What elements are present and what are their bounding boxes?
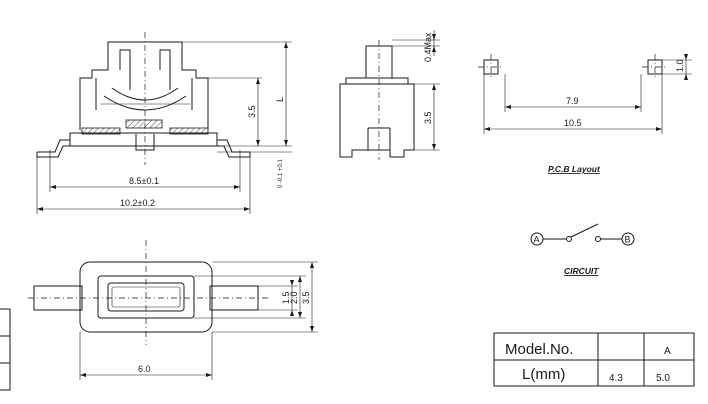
dim-pcb-inner: 7.9 <box>566 96 579 106</box>
pcb-layout: 1.0 7.9 10.5 P.C.B Layout <box>478 54 692 174</box>
node-b-label: B <box>625 235 631 245</box>
table-row-val1: 4.3 <box>609 373 623 384</box>
table-header-model: Model.No. <box>505 341 573 358</box>
circuit-title: CIRCUIT <box>564 266 599 276</box>
dim-pcb-outer: 10.5 <box>564 118 582 128</box>
dim-width-inner: 8.5±0.1 <box>129 176 159 186</box>
top-view: 1.5 2.0 3.5 6.0 <box>28 240 318 380</box>
dim-tolerance: 0 -0.1 +0.1 <box>278 158 284 188</box>
dim-side-max: 0.4Max <box>423 32 433 62</box>
table-row-label: L(mm) <box>522 366 565 383</box>
pcb-layout-title: P.C.B Layout <box>548 164 601 174</box>
model-table: Model.No. A L(mm) 4.3 5.0 <box>493 332 695 387</box>
dim-front-height: 3.5 <box>247 105 257 118</box>
dim-top-h2: 2.0 <box>289 291 299 304</box>
circuit-diagram: A B CIRCUIT <box>530 223 635 276</box>
table-row-val2: 5.0 <box>656 373 670 384</box>
dim-pcb-pad: 1.0 <box>675 59 685 72</box>
dim-L: L <box>275 97 285 102</box>
dim-side-height: 3.5 <box>423 111 433 124</box>
table-header-a: A <box>664 346 671 357</box>
node-b <box>621 232 635 246</box>
partial-table-fragment <box>0 308 11 391</box>
front-view: 8.5±0.1 10.2±0.2 3.5 L 0 -0.1 +0.1 <box>36 32 292 214</box>
dim-top-h3: 3.5 <box>301 291 311 304</box>
dim-width-outer: 10.2±0.2 <box>120 198 155 208</box>
dim-top-h1: 1.5 <box>281 291 291 304</box>
dim-top-width: 6.0 <box>138 364 151 374</box>
node-a-label: A <box>534 235 540 245</box>
side-view: 0.4Max 3.5 <box>339 30 440 160</box>
